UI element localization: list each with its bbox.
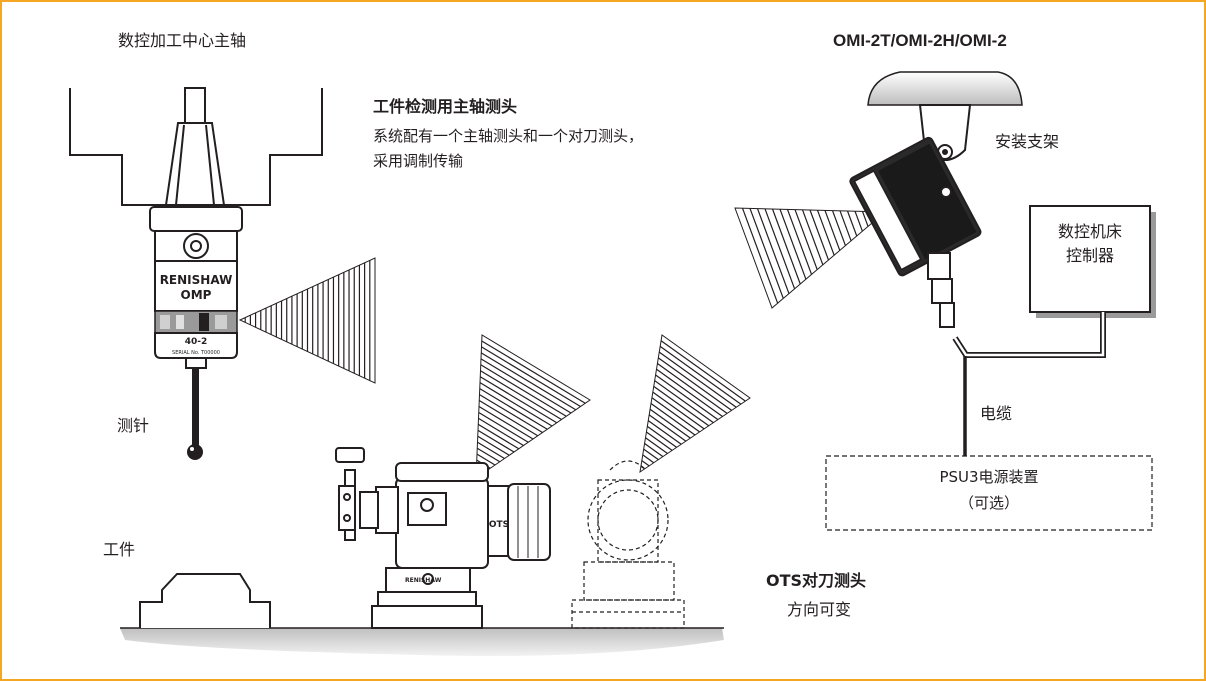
omi-receiver	[849, 71, 1023, 328]
workpiece-label: 工件	[103, 540, 136, 559]
probe-brand: RENISHAW	[160, 273, 233, 287]
signal-beam-spindle-probe	[238, 257, 376, 384]
cnc-controller	[1029, 205, 1156, 318]
product-models: OMI-2T/OMI-2H/OMI-2	[833, 31, 1007, 50]
spindle-probe-description-line2: 采用调制传输	[373, 152, 464, 170]
stylus-label: 测针	[117, 416, 150, 435]
psu-label-line2: （可选）	[958, 494, 1019, 512]
ground	[120, 627, 724, 656]
ots-badge: OTS	[489, 520, 509, 530]
ots-brand: RENISHAW	[405, 577, 442, 584]
signal-beam-receiver	[734, 207, 887, 309]
spindle-title: 数控加工中心主轴	[118, 31, 247, 50]
probe-serial: SERIAL No. T00000	[172, 350, 220, 356]
cable-label: 电缆	[980, 404, 1013, 423]
signal-beam-ots	[475, 334, 591, 479]
mounting-bracket-label: 安装支架	[995, 132, 1060, 151]
cable	[952, 312, 1106, 456]
tool-setting-probe	[335, 447, 551, 629]
ots-description: 方向可变	[787, 600, 852, 619]
workpiece-block	[139, 573, 271, 628]
spindle-probe-title: 工件检测用主轴测头	[373, 97, 518, 116]
ots-title: OTS对刀测头	[766, 571, 867, 590]
signal-beam-ots-alt	[639, 334, 751, 474]
spindle-housing	[69, 87, 323, 206]
cnc-controller-label-line1: 数控机床	[1057, 222, 1122, 241]
spindle-probe	[149, 206, 243, 460]
probe-number: 40-2	[185, 337, 208, 347]
probe-model: OMP	[181, 288, 212, 302]
psu-box	[825, 455, 1153, 531]
psu-label-line1: PSU3电源装置	[939, 468, 1039, 486]
spindle-probe-description-line1: 系统配有一个主轴测头和一个对刀测头，	[373, 127, 644, 145]
tool-setting-probe-alternate	[571, 460, 685, 629]
cnc-controller-label-line2: 控制器	[1065, 246, 1114, 265]
